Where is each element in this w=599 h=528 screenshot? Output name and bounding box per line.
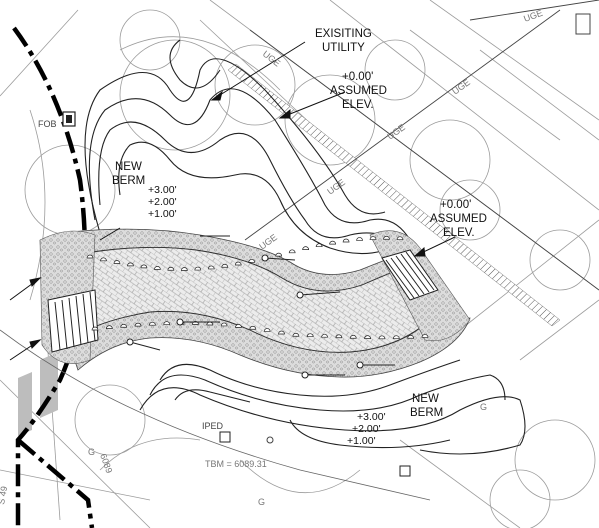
existing-utility-label-2: UTILITY: [322, 42, 365, 54]
existing-utility-label-1: EXISITING: [315, 28, 372, 40]
elev-bottom-0: +3.00': [357, 411, 386, 423]
right-of-way-boundary-lower: [16, 438, 95, 528]
plant-symbol: [91, 326, 99, 331]
plant-symbol: [275, 252, 283, 257]
assumed-elev-right-2: ASSUMED: [430, 213, 487, 225]
new-berm-top-label-1: NEW: [115, 161, 142, 173]
elev-bottom-1: +2.00': [352, 423, 381, 435]
plant-symbol: [167, 266, 175, 271]
plant-symbol: [221, 263, 229, 268]
plant-symbol: [383, 236, 390, 240]
elev-top-2: +1.00': [148, 208, 177, 220]
plant-symbol: [263, 328, 271, 332]
plant-symbol: [292, 333, 300, 337]
contour-6089-label: 6089: [98, 452, 114, 474]
new-berm-bottom-label-2: BERM: [410, 407, 443, 419]
uge-label-6: UGE: [522, 8, 544, 24]
elev-bottom-2: +1.00': [347, 435, 376, 447]
gas-label-2: G: [258, 497, 265, 507]
plant-symbol: [134, 322, 142, 327]
plant-symbol: [392, 335, 400, 340]
corner-box: [575, 13, 591, 35]
assumed-elev-top-3: ELEV.: [342, 99, 374, 111]
plant-symbol: [149, 321, 156, 326]
crosswalk-left: [47, 289, 99, 353]
tbm-box: [399, 465, 411, 477]
plant-symbol: [120, 323, 128, 328]
plant-symbol: [127, 262, 134, 267]
plant-symbol: [100, 257, 107, 262]
plant-row-bottom: [91, 321, 429, 340]
leader-arrows: [9, 41, 456, 361]
uge-label-5: UGE: [257, 232, 279, 252]
plant-symbol: [321, 333, 328, 338]
crosswalk-right: [381, 249, 439, 301]
tbm-label: TBM = 6089.31: [205, 459, 267, 469]
fob-box-inner: [66, 115, 72, 123]
berm-top-contours: [84, 39, 411, 255]
plant-symbol: [421, 334, 429, 338]
berm-bottom-contours: [139, 359, 526, 455]
plant-symbol: [163, 321, 171, 325]
plant-symbol: [86, 254, 94, 259]
plant-symbol: [364, 335, 371, 339]
plant-row-top: [86, 236, 404, 271]
plant-symbol: [407, 334, 415, 339]
plant-symbol: [140, 264, 148, 269]
elev-top-1: +2.00': [148, 196, 177, 208]
plant-symbol: [356, 237, 363, 241]
underground-electric-lines: [244, 0, 599, 291]
elev-top-0: +3.00': [148, 184, 177, 196]
plant-symbol: [369, 236, 377, 240]
survey-point: [266, 436, 274, 444]
plant-symbol: [154, 266, 161, 270]
plant-symbol: [249, 325, 257, 330]
gas-label-3: G: [480, 402, 487, 412]
plant-symbol: [234, 261, 242, 266]
plant-symbol: [194, 266, 202, 271]
plant-symbol: [113, 260, 121, 264]
plant-symbol: [248, 259, 256, 263]
street-label: S 49: [0, 485, 9, 505]
plant-symbol: [278, 330, 285, 335]
assumed-elev-top-1: +0.00': [342, 71, 373, 83]
assumed-elev-right-1: +0.00': [440, 199, 471, 211]
iped-label: IPED: [202, 421, 224, 431]
existing-wall-hatch: [18, 63, 561, 436]
plant-symbol: [180, 267, 188, 271]
plant-symbol: [235, 324, 242, 328]
plant-symbol: [288, 249, 296, 254]
plant-symbol: [349, 334, 357, 339]
uge-label-3: UGE: [450, 77, 472, 97]
plant-symbol: [105, 325, 113, 329]
assumed-elev-top-2: ASSUMED: [330, 85, 387, 97]
plant-symbol: [306, 333, 314, 338]
plant-symbol: [220, 322, 228, 327]
new-berm-bottom-label-1: NEW: [412, 393, 439, 405]
new-berm-top-label-2: BERM: [112, 175, 145, 187]
plant-symbol: [378, 335, 386, 340]
plant-symbol: [329, 240, 336, 245]
assumed-elev-right-3: ELEV.: [443, 227, 475, 239]
light-fixtures: [126, 235, 395, 379]
gas-line: [0, 329, 431, 501]
iped-box: [219, 431, 231, 443]
plant-symbol: [302, 246, 310, 251]
plant-symbol: [315, 243, 323, 248]
plant-symbol: [342, 238, 350, 243]
gas-label-1: G: [88, 447, 95, 457]
right-of-way-boundary: [12, 26, 88, 528]
plant-symbol: [396, 236, 404, 241]
fob-label: FOB: [38, 119, 57, 129]
plant-symbol: [335, 334, 343, 339]
plant-symbol: [207, 265, 215, 270]
